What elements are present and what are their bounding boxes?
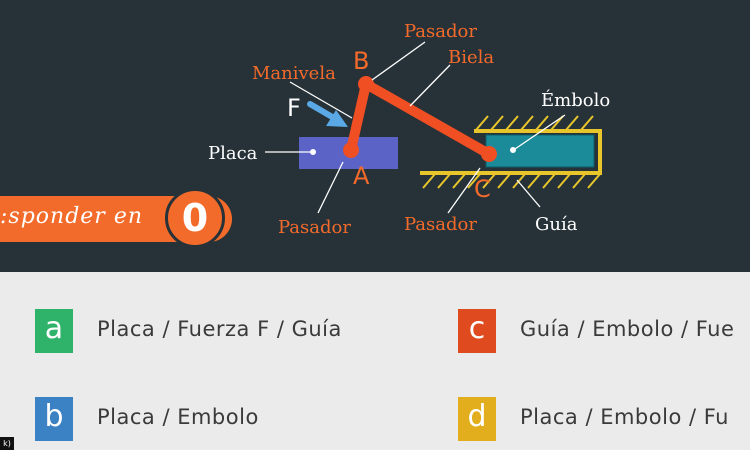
piston-block <box>485 134 595 168</box>
leader-lines <box>265 41 566 214</box>
label-pasador-a: Pasador <box>278 217 351 238</box>
force-arrow <box>307 101 348 127</box>
answer-options-panel: a Placa / Fuerza F / Guía b Placa / Embo… <box>0 272 750 450</box>
option-b-badge: b <box>35 397 73 441</box>
label-point-a: A <box>353 162 370 190</box>
option-d-badge: d <box>458 397 496 441</box>
label-pasador-c: Pasador <box>404 214 477 235</box>
piston-marker <box>510 147 516 153</box>
label-guia: Guía <box>535 214 578 235</box>
plate-marker <box>310 149 316 155</box>
label-force-f: F <box>287 94 301 122</box>
guide-hatching <box>422 115 601 189</box>
label-embolo: Émbolo <box>541 88 610 111</box>
corner-tag: k) <box>0 437 14 450</box>
label-manivela: Manivela <box>252 63 336 84</box>
rod-bar <box>361 79 494 159</box>
option-a-badge: a <box>35 309 73 353</box>
crank-bar <box>346 79 371 155</box>
label-point-c: C <box>474 175 491 203</box>
option-a-text: Placa / Fuerza F / Guía <box>97 317 342 341</box>
option-c-badge: c <box>458 309 496 353</box>
option-b[interactable]: b Placa / Embolo <box>35 397 435 441</box>
label-placa: Placa <box>208 143 258 164</box>
pin-a <box>343 142 359 158</box>
diagram-panel: Pasador Biela Manivela B F Émbolo Placa … <box>0 0 750 272</box>
label-point-b: B <box>353 47 369 75</box>
label-biela: Biela <box>448 47 494 68</box>
linkage <box>346 79 494 159</box>
slider-crank-diagram: Pasador Biela Manivela B F Émbolo Placa … <box>208 21 610 238</box>
pin-b <box>358 76 374 92</box>
option-d-text: Placa / Embolo / Fu <box>520 405 729 429</box>
timer-value: 0 <box>181 196 209 240</box>
option-c[interactable]: c Guía / Embolo / Fue <box>458 309 750 353</box>
option-d[interactable]: d Placa / Embolo / Fu <box>458 397 750 441</box>
timer-label: sponder en: <box>0 204 144 229</box>
option-b-text: Placa / Embolo <box>97 405 259 429</box>
guide-rails <box>420 129 602 175</box>
timer-circle <box>165 188 225 248</box>
option-c-text: Guía / Embolo / Fue <box>520 317 735 341</box>
label-pasador-b: Pasador <box>404 21 477 42</box>
option-a[interactable]: a Placa / Fuerza F / Guía <box>35 309 435 353</box>
pin-c <box>481 146 497 162</box>
